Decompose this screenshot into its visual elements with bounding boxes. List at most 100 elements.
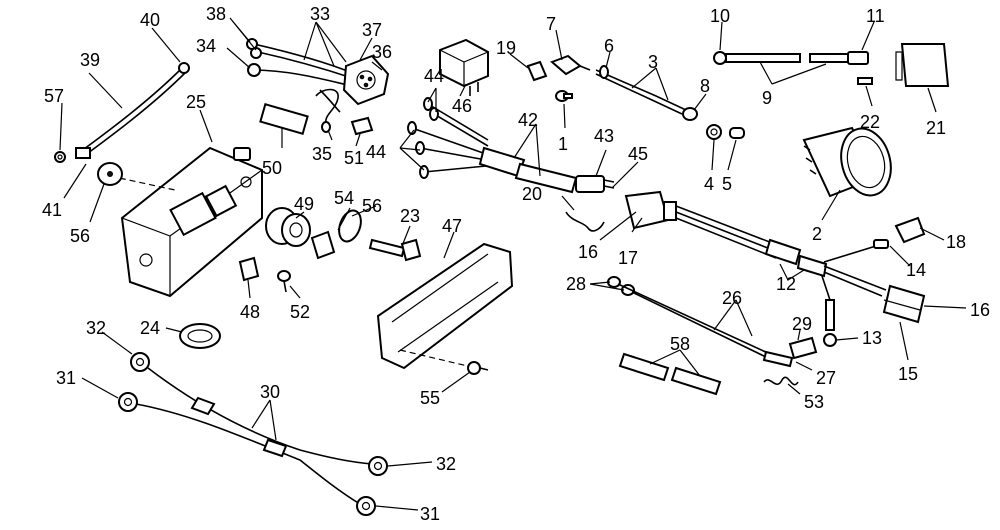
callout-26: 26 (722, 288, 742, 308)
callout-14: 14 (906, 260, 926, 280)
callout-7: 7 (546, 14, 556, 34)
screw-55 (467, 361, 489, 375)
callout-58: 58 (670, 334, 690, 354)
screw-52 (277, 270, 291, 293)
callout-32-left: 32 (86, 318, 106, 338)
callout-19: 19 (496, 38, 516, 58)
pin-22 (857, 77, 873, 85)
callout-18: 18 (946, 232, 966, 252)
relay-46 (439, 38, 489, 96)
callout-8: 8 (700, 76, 710, 96)
terminal-29 (788, 336, 818, 360)
callout-21: 21 (926, 118, 946, 138)
callout-50: 50 (262, 158, 282, 178)
callout-9: 9 (762, 88, 772, 108)
callout-52: 52 (290, 302, 310, 322)
clamp-24 (179, 323, 221, 349)
callout-23: 23 (400, 206, 420, 226)
module-box-25 (109, 146, 263, 298)
callout-56-left: 56 (70, 226, 90, 246)
callout-51: 51 (344, 148, 364, 168)
callout-12: 12 (776, 274, 796, 294)
callout-33: 33 (310, 4, 330, 24)
callout-6: 6 (604, 36, 614, 56)
callout-24: 24 (140, 318, 160, 338)
bushing-49 (265, 207, 311, 247)
callout-45: 45 (628, 144, 648, 164)
callout-3: 3 (648, 52, 658, 72)
callout-16-left: 16 (578, 242, 598, 262)
callout-44-top: 44 (424, 66, 444, 86)
callout-17: 17 (618, 248, 638, 268)
plug-1 (555, 90, 573, 102)
switch-7 (550, 54, 591, 76)
callout-36: 36 (372, 42, 392, 62)
clip-48 (238, 256, 260, 282)
callout-56-right: 56 (362, 196, 382, 216)
callout-32-right: 32 (436, 454, 456, 474)
connector-43 (575, 175, 615, 193)
callout-31-right: 31 (420, 504, 440, 524)
connector-18 (894, 216, 926, 244)
callout-28: 28 (566, 274, 586, 294)
harness-12 (764, 238, 887, 301)
callout-2: 2 (812, 224, 822, 244)
callout-43: 43 (594, 126, 614, 146)
connector-16-right (882, 284, 926, 324)
ground-wire-39 (75, 62, 190, 159)
cable-9 (713, 51, 869, 65)
sleeve-50 (259, 103, 309, 135)
cover-47 (376, 242, 514, 370)
callout-37: 37 (362, 20, 382, 40)
cable-30 (118, 352, 388, 516)
callout-41: 41 (42, 200, 62, 220)
callout-54: 54 (334, 188, 354, 208)
bolt-23 (368, 238, 422, 262)
callout-1: 1 (558, 134, 568, 154)
callout-40: 40 (140, 10, 160, 30)
wire-26 (607, 276, 794, 368)
lead-35 (315, 88, 339, 133)
callout-34: 34 (196, 36, 216, 56)
callout-38: 38 (206, 4, 226, 24)
callout-labels: 57 39 40 41 56 25 38 34 33 37 36 35 51 5… (42, 4, 990, 524)
clip-51 (350, 116, 374, 136)
callout-39: 39 (80, 50, 100, 70)
callout-55: 55 (420, 388, 440, 408)
callout-16-right: 16 (970, 300, 990, 320)
callout-44-left: 44 (366, 142, 386, 162)
callout-5: 5 (722, 174, 732, 194)
harness-33 (246, 38, 390, 113)
bulb-5 (729, 127, 745, 139)
callout-22: 22 (860, 112, 880, 132)
terminal-13 (823, 299, 837, 347)
callout-25: 25 (186, 92, 206, 112)
callout-13: 13 (862, 328, 882, 348)
spacer-54 (310, 230, 336, 260)
bracket-19 (526, 60, 548, 82)
leader-lines (59, 17, 967, 511)
callout-47: 47 (442, 216, 462, 236)
terminal-14 (873, 239, 889, 249)
callout-46: 46 (452, 96, 472, 116)
callout-29: 29 (792, 314, 812, 334)
grommet-56-left (97, 162, 123, 186)
callout-20: 20 (522, 184, 542, 204)
callout-35: 35 (312, 144, 332, 164)
callout-27: 27 (816, 368, 836, 388)
callout-31-left: 31 (56, 368, 76, 388)
callout-42: 42 (518, 110, 538, 130)
washer-57 (54, 151, 66, 163)
boot-21 (895, 43, 950, 87)
callout-48: 48 (240, 302, 260, 322)
spring-53 (763, 376, 799, 386)
plug-17 (624, 190, 781, 259)
callout-11: 11 (866, 6, 885, 26)
clip-20 (565, 211, 605, 232)
callout-4: 4 (704, 174, 714, 194)
callout-57: 57 (44, 86, 64, 106)
harness-42 (478, 146, 578, 194)
socket-4 (706, 124, 722, 140)
callout-49: 49 (294, 194, 314, 214)
